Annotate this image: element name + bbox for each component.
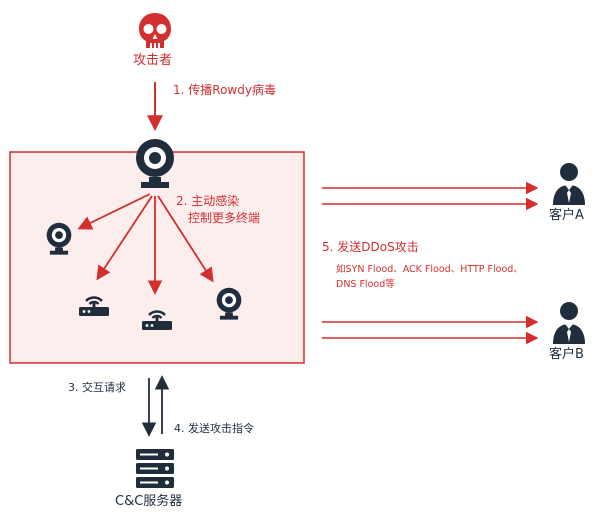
router-icon	[79, 296, 109, 316]
customer-b-label: 客户B	[549, 347, 584, 362]
arrow-infect-camera-left	[77, 193, 151, 230]
attacker-label: 攻击者	[133, 53, 173, 68]
customer-a-label: 客户A	[549, 208, 584, 223]
step5-detail-line2: DNS Flood等	[336, 279, 395, 290]
arrow-infect-router-left	[96, 195, 153, 281]
step2-label-line1: 2. 主动感染	[176, 194, 240, 208]
step2-label-line2: 控制更多终端	[188, 211, 261, 225]
webcam-icon	[216, 287, 242, 320]
user-icon	[553, 302, 585, 344]
step5-label: 5. 发送DDoS攻击	[322, 240, 419, 254]
server-icon	[136, 449, 174, 488]
cc-server-label: C&C服务器	[115, 494, 183, 509]
webcam-icon	[136, 139, 174, 188]
user-icon	[553, 163, 585, 205]
router-icon	[142, 310, 172, 330]
step5-detail-line1: 如SYN Flood、ACK Flood、HTTP Flood、	[336, 264, 523, 275]
arrow-infect-camera-right	[157, 195, 214, 283]
step4-label: 4. 发送攻击指令	[174, 422, 254, 435]
step3-label: 3. 交互请求	[68, 381, 126, 394]
skull-icon	[139, 13, 171, 48]
webcam-icon	[46, 222, 72, 255]
step1-label: 1. 传播Rowdy病毒	[173, 83, 276, 97]
